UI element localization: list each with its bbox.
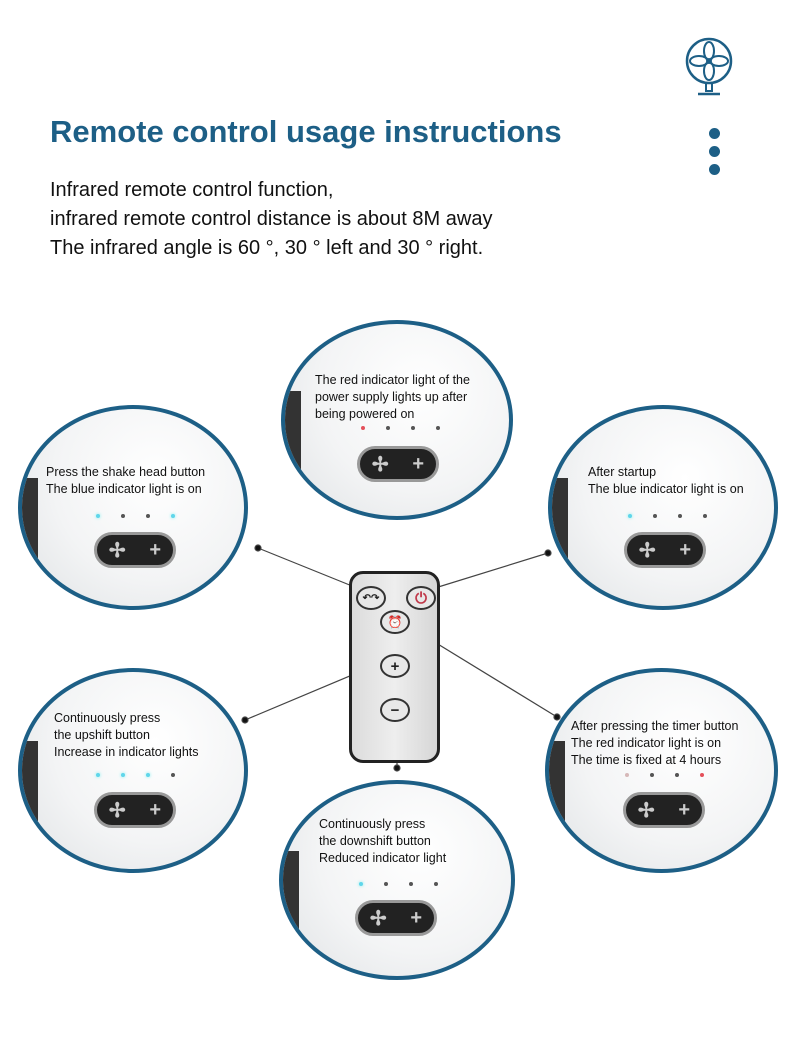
panel-text: The blue indicator light is on [588, 482, 744, 496]
indicator-lights [361, 426, 440, 430]
panel-text: The blue indicator light is on [46, 482, 202, 496]
plus-button[interactable]: + [380, 654, 410, 678]
panel-text: Reduced indicator light [319, 851, 447, 865]
panel-text: Increase in indicator lights [54, 745, 199, 759]
panel-text: The red indicator light is on [571, 736, 722, 750]
panel-text: the upshift button [54, 728, 150, 742]
power-button[interactable]: ⏻ [406, 586, 436, 610]
fan-control-button: ✢+ [94, 792, 176, 828]
fan-control-button: ✢+ [624, 532, 706, 568]
fan-control-button: ✢+ [94, 532, 176, 568]
intro-line: Infrared remote control function, [50, 179, 334, 201]
panel-text: power supply lights up after [315, 390, 468, 404]
panel-startup: After startup The blue indicator light i… [548, 405, 778, 610]
panel-shake-head: Press the shake head button The blue ind… [18, 405, 248, 610]
panel-power-on: The red indicator light of the power sup… [281, 320, 513, 520]
panel-text: Continuously press [319, 817, 426, 831]
panel-downshift: Continuously press the downshift button … [279, 780, 515, 980]
fan-control-button: ✢+ [355, 900, 437, 936]
intro-line: infrared remote control distance is abou… [50, 208, 493, 230]
fan-control-button: ✢+ [357, 446, 439, 482]
panel-text: The time is fixed at 4 hours [571, 753, 722, 767]
timer-button[interactable]: ⏰ [380, 610, 410, 634]
panel-upshift: Continuously press the upshift button In… [18, 668, 248, 873]
panel-text: Press the shake head button [46, 465, 206, 479]
remote-control: ↶↷ ⏻ ⏰ + − [349, 571, 440, 763]
intro-text: Infrared remote control function, infrar… [50, 176, 492, 263]
intro-line: The infrared angle is 60 °, 30 ° left an… [50, 237, 484, 259]
minus-button[interactable]: − [380, 698, 410, 722]
fan-icon [685, 37, 733, 96]
panel-text: The red indicator light of the [315, 373, 470, 387]
indicator-lights [625, 773, 704, 777]
page-title: Remote control usage instructions [50, 114, 562, 149]
vertical-dots-icon [709, 128, 720, 182]
panel-text: After pressing the timer button [571, 719, 739, 733]
indicator-lights [96, 514, 175, 518]
indicator-lights [359, 882, 438, 886]
fan-control-button: ✢+ [623, 792, 705, 828]
panel-timer: After pressing the timer button The red … [545, 668, 778, 873]
panel-text: After startup [588, 465, 657, 479]
indicator-lights [96, 773, 175, 777]
oscillate-button[interactable]: ↶↷ [356, 586, 386, 610]
indicator-lights [628, 514, 707, 518]
panel-text: Continuously press [54, 711, 161, 725]
panel-text: being powered on [315, 407, 415, 421]
panel-text: the downshift button [319, 834, 431, 848]
